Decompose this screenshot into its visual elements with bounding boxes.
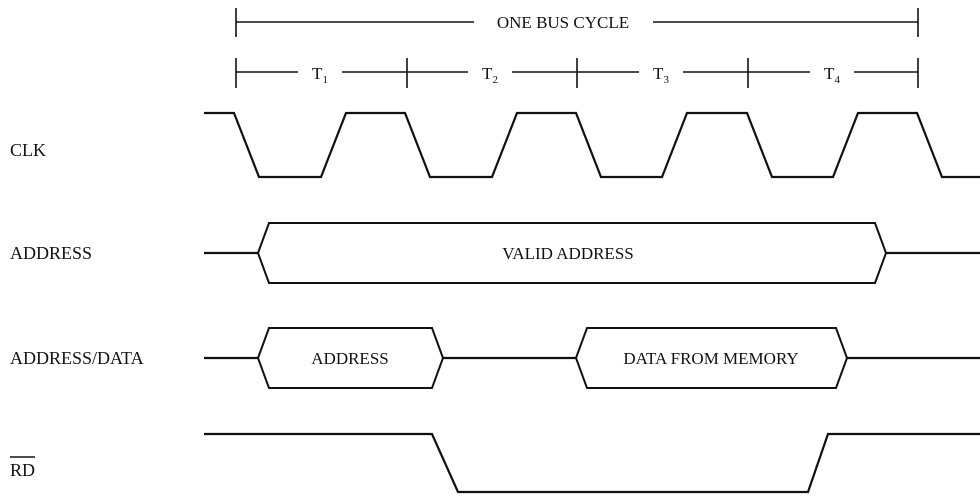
- address-label: ADDRESS: [10, 243, 92, 263]
- clk-waveform: [204, 111, 980, 179]
- valid-address-text: VALID ADDRESS: [502, 244, 633, 263]
- address-data-label: ADDRESS/DATA: [10, 348, 144, 368]
- rd-waveform: [204, 432, 980, 494]
- t2-label: T2: [482, 64, 498, 86]
- t3-label: T3: [653, 64, 669, 86]
- clk-label: CLK: [10, 140, 46, 160]
- t4-label: T4: [824, 64, 840, 86]
- t1-label: T1: [312, 64, 328, 86]
- rd-label: RD: [10, 460, 35, 480]
- bus-cycle-dimension: ONE BUS CYCLE: [235, 8, 919, 37]
- t-states-dimension: T1 T2 T3 T4: [235, 58, 919, 88]
- data-from-memory-text: DATA FROM MEMORY: [623, 349, 798, 368]
- bus-cycle-label: ONE BUS CYCLE: [497, 13, 629, 32]
- ad-address-text: ADDRESS: [311, 349, 388, 368]
